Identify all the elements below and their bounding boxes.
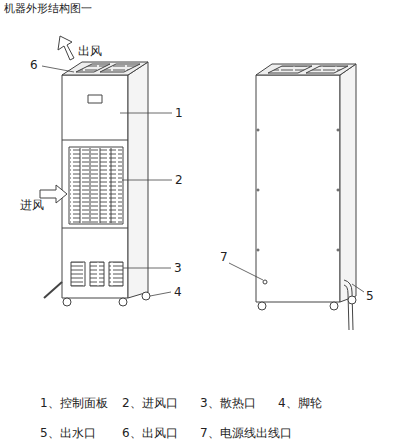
callout-number: 7 xyxy=(220,250,228,264)
flow-label: 进风 xyxy=(20,198,44,212)
callout-number: 6 xyxy=(30,58,38,72)
callout-number: 1 xyxy=(175,106,183,120)
callout-number: 4 xyxy=(174,285,182,299)
legend-item: 3、散热口 xyxy=(200,396,256,410)
legend-item: 4、脚轮 xyxy=(278,396,322,410)
legend-item: 6、出风口 xyxy=(122,426,178,440)
flow-label: 出风 xyxy=(78,44,102,58)
callout-number: 2 xyxy=(175,173,183,187)
legend-item: 2、进风口 xyxy=(122,396,178,410)
callout-number: 5 xyxy=(366,289,374,303)
figure-title: 机器外形结构图一 xyxy=(4,2,92,16)
legend-item: 5、出水口 xyxy=(40,426,96,440)
legend-item: 1、控制面板 xyxy=(40,396,108,410)
callout-number: 3 xyxy=(174,261,182,275)
legend-item: 7、电源线出线口 xyxy=(200,426,292,440)
